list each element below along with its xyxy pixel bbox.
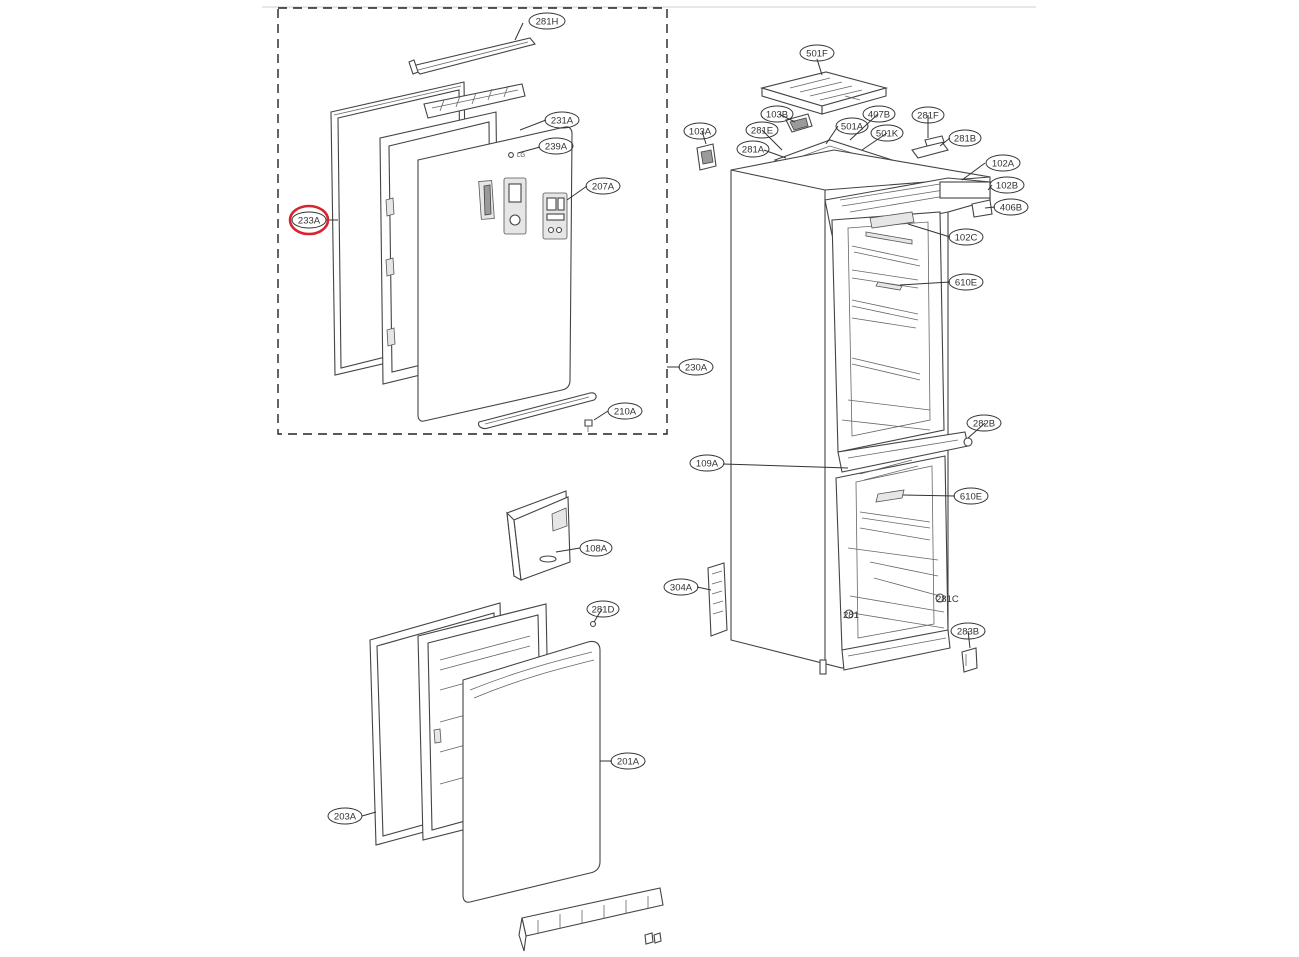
label-102b: 102B [989,176,1025,194]
svg-text:233A: 233A [298,216,321,227]
brand-logo-mark: LG [517,153,525,159]
label-203a: 203A [327,807,363,825]
svg-text:207A: 207A [592,182,615,193]
svg-text:282B: 282B [973,419,995,430]
label-281e: 281E [745,121,779,139]
svg-text:610E: 610E [960,492,982,503]
part-231a-outer-door: LG [417,126,573,422]
label-103a: 103A [683,122,717,140]
svg-text:281D: 281D [592,605,615,616]
svg-text:109A: 109A [696,459,719,470]
part-201a-outer-door [462,620,601,903]
part-281h-top-trim [408,37,536,75]
fridge-cabinet [696,71,993,675]
label-239a: 239A [538,137,574,155]
label-108a: 108A [579,539,613,557]
upper-door-assembly: LG [277,7,668,435]
svg-text:103B: 103B [766,110,788,121]
label-282b: 282B [966,414,1002,432]
part-501f-top-cover [759,71,889,115]
svg-text:103A: 103A [689,127,712,138]
svg-text:203A: 203A [334,812,357,823]
label-281h: 281H [528,12,566,30]
label-233a-highlighted: 233A [288,204,330,236]
label-501a: 501A [835,117,869,135]
svg-text:407B: 407B [868,110,890,121]
part-108a-bracket [506,490,571,582]
label-407b: 407B [862,105,896,123]
label-230a: 230A [678,358,714,376]
assembly-230a-dashed-box [277,7,668,435]
svg-text:210A: 210A [614,407,637,418]
label-281d: 281D [586,600,620,618]
svg-text:406B: 406B [1000,203,1022,214]
label-501f: 501F [799,44,835,62]
svg-text:281F: 281F [917,111,939,122]
svg-text:281E: 281E [751,126,773,137]
label-201a: 201A [610,752,646,770]
label-102c: 102C [948,228,984,246]
svg-text:281A: 281A [742,145,765,156]
label-406b: 406B [993,198,1029,216]
label-109a: 109A [689,454,725,472]
part-207a-display-panel [542,192,568,240]
svg-text:281B: 281B [954,134,976,145]
callout-labels: 281H 231A 239A 207A 233A 230A 210A 501F … [288,12,1029,825]
svg-text:610E: 610E [955,278,977,289]
cabinet-body [730,149,993,675]
part-lower-bottom-trim [518,887,664,952]
label-304a: 304A [663,578,699,596]
svg-text:283B: 283B [957,627,979,638]
label-103b: 103B [760,105,794,123]
svg-text:239A: 239A [545,142,568,153]
part-304a-side-bracket [707,562,728,637]
svg-text:304A: 304A [670,583,693,594]
part-283b-bottom-hinge [961,647,978,673]
svg-text:501A: 501A [841,122,864,133]
svg-text:201A: 201A [617,757,640,768]
label-283b: 283B [950,622,986,640]
highlight-circle [288,204,330,236]
svg-text:102C: 102C [955,233,978,244]
part-210a-bottom-trim [478,392,597,432]
right-hinge-mark: 281C [936,594,959,605]
label-231a: 231A [544,111,580,129]
label-210a: 210A [607,402,643,420]
svg-text:102A: 102A [992,159,1015,170]
label-281b: 281B [948,129,982,147]
label-207a: 207A [585,177,621,195]
left-hinge-mark: 281 [843,610,859,621]
label-610e-lower: 610E [953,487,989,505]
svg-text:108A: 108A [585,544,608,555]
svg-text:231A: 231A [551,116,574,127]
label-281f: 281F [911,106,945,124]
label-102a: 102A [985,154,1021,172]
leader-lines [326,22,996,817]
svg-text:102B: 102B [996,181,1018,192]
label-501k: 501K [870,124,904,142]
lower-door-assembly [369,602,664,952]
svg-text:281H: 281H [536,17,559,28]
label-610e-upper: 610E [948,273,984,291]
label-281a: 281A [736,140,770,158]
svg-text:230A: 230A [685,363,708,374]
svg-text:501F: 501F [806,49,828,60]
svg-text:501K: 501K [876,129,899,140]
